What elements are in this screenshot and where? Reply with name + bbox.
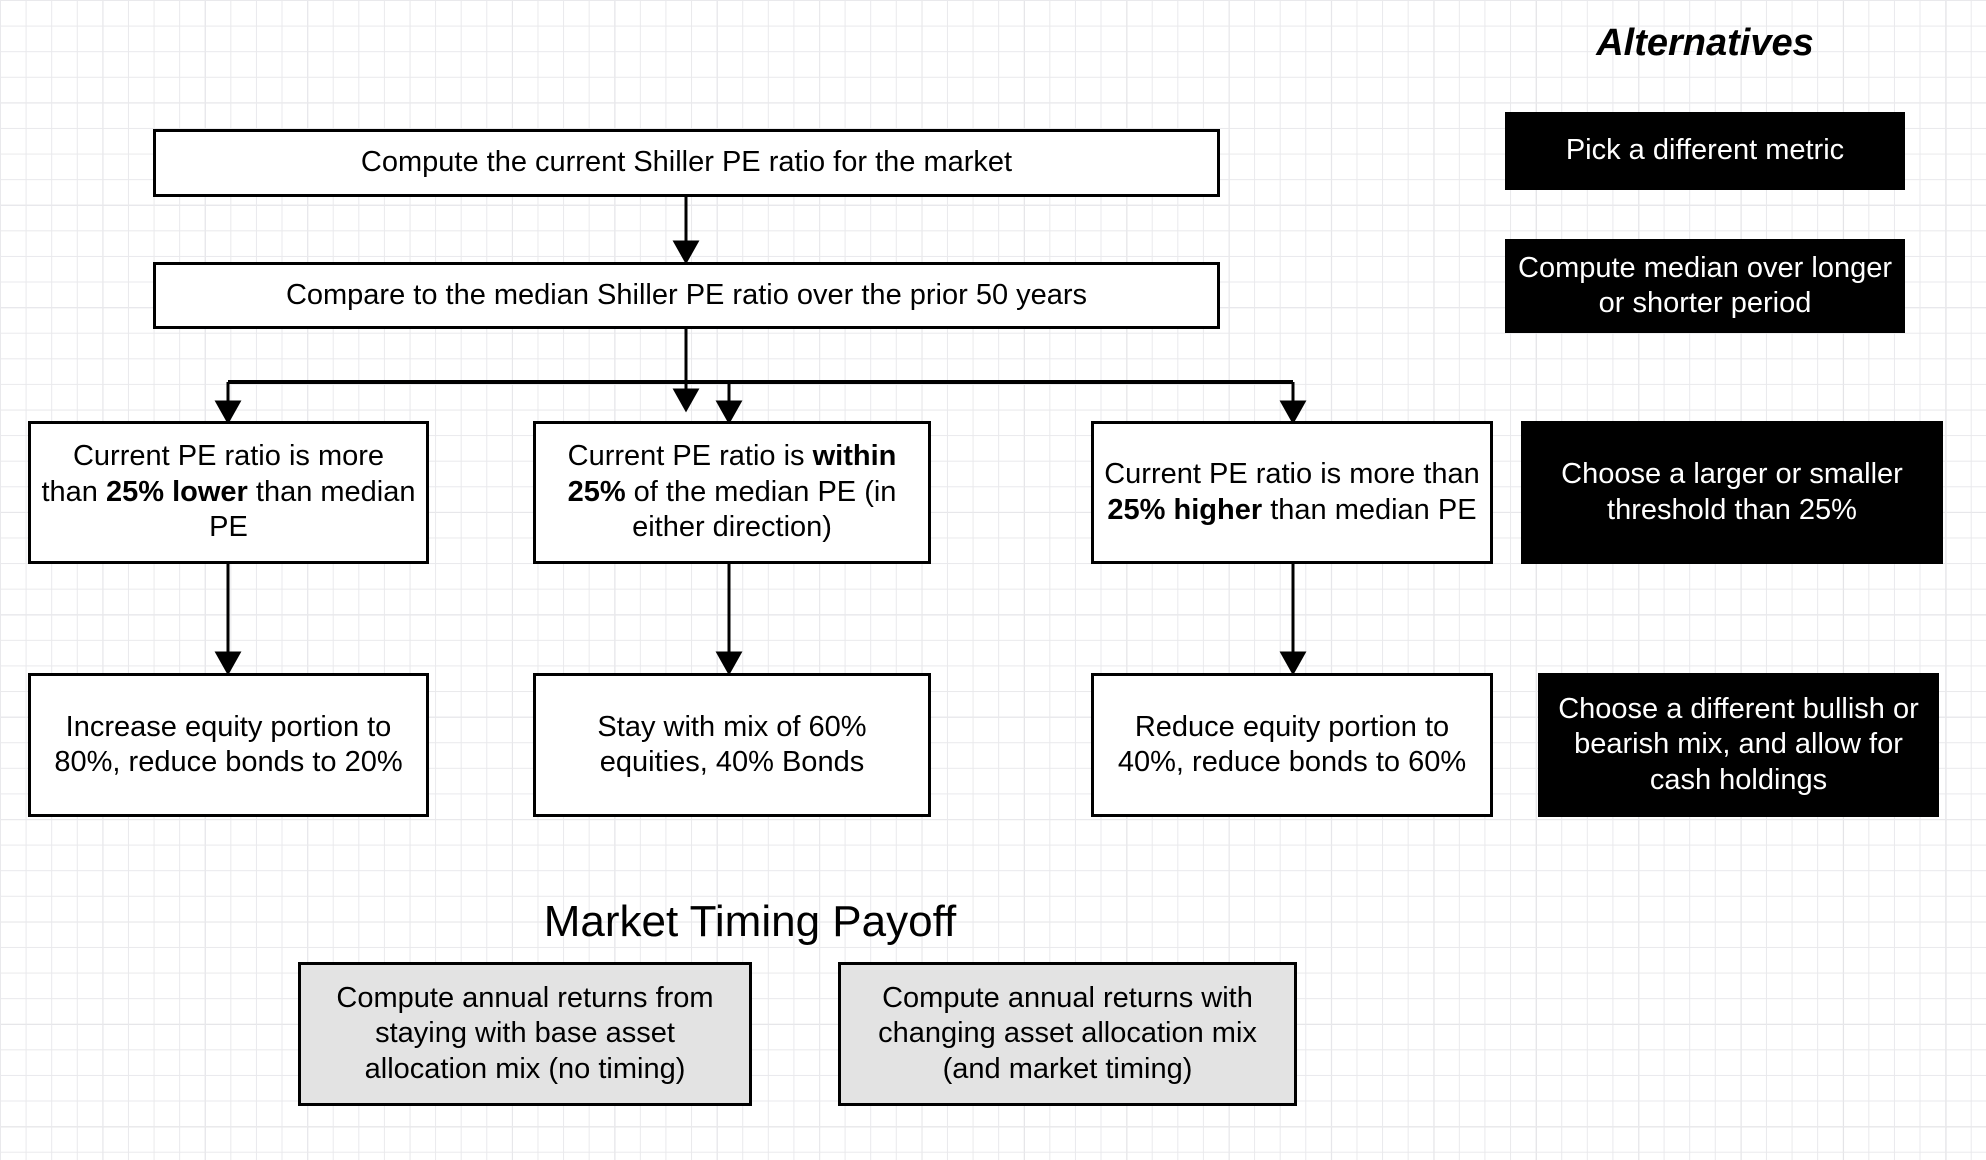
alternative-3-box[interactable]: Choose a larger or smaller threshold tha… [1521, 421, 1943, 564]
flow-step-1-label: Compute the current Shiller PE ratio for… [360, 146, 1013, 179]
branch-condition-3-box[interactable]: Current PE ratio is more than 25% higher… [1091, 421, 1493, 564]
alternative-3-label: Choose a larger or smaller threshold tha… [1561, 458, 1903, 526]
alternative-2-label: Compute median over longer or shorter pe… [1518, 251, 1892, 319]
alternative-4-label: Choose a different bullish or bearish mi… [1558, 692, 1919, 796]
branch-action-2-label: Stay with mix of 60% equities, 40% Bonds [597, 710, 867, 778]
payoff-1-label: Compute annual returns from staying with… [336, 981, 714, 1085]
flow-step-1-box[interactable]: Compute the current Shiller PE ratio for… [153, 129, 1220, 197]
payoff-2-label: Compute annual returns with changing ass… [878, 981, 1257, 1085]
payoff-1-box[interactable]: Compute annual returns from staying with… [298, 962, 752, 1106]
alternative-2-box[interactable]: Compute median over longer or shorter pe… [1505, 239, 1905, 333]
branch-condition-2-box[interactable]: Current PE ratio is within 25% of the me… [533, 421, 931, 564]
branch-action-1-box[interactable]: Increase equity portion to 80%, reduce b… [28, 673, 429, 817]
flow-step-2-label: Compare to the median Shiller PE ratio o… [285, 278, 1088, 311]
branch-action-2-box[interactable]: Stay with mix of 60% equities, 40% Bonds [533, 673, 931, 817]
branch-condition-1-label: Current PE ratio is more than 25% lower … [41, 440, 416, 544]
branch-action-3-label: Reduce equity portion to 40%, reduce bon… [1117, 710, 1467, 778]
alternative-4-box[interactable]: Choose a different bullish or bearish mi… [1538, 673, 1939, 817]
branch-action-1-label: Increase equity portion to 80%, reduce b… [54, 710, 403, 778]
branch-condition-3-label: Current PE ratio is more than 25% higher… [1104, 458, 1480, 526]
alternative-1-label: Pick a different metric [1565, 134, 1845, 167]
branch-action-3-box[interactable]: Reduce equity portion to 40%, reduce bon… [1091, 673, 1493, 817]
payoff-2-box[interactable]: Compute annual returns with changing ass… [838, 962, 1297, 1106]
branch-condition-2-label: Current PE ratio is within 25% of the me… [567, 440, 897, 544]
branch-condition-1-box[interactable]: Current PE ratio is more than 25% lower … [28, 421, 429, 564]
alternatives-heading: Alternatives [1596, 22, 1814, 64]
alternative-1-box[interactable]: Pick a different metric [1505, 112, 1905, 190]
payoff-heading: Market Timing Payoff [543, 897, 957, 946]
flow-step-2-box[interactable]: Compare to the median Shiller PE ratio o… [153, 262, 1220, 329]
